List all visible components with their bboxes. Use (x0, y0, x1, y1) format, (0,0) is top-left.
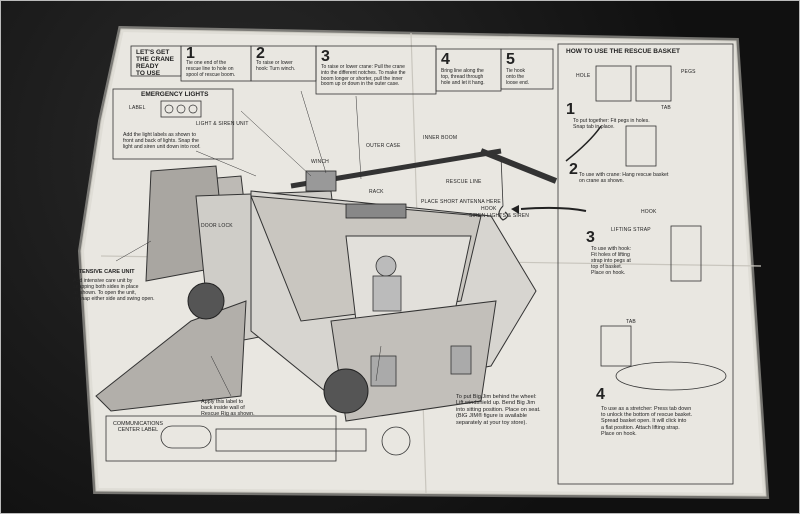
crane-step-3-text: To raise or lower crane: Pull the crane … (321, 64, 406, 88)
label-door-lock: DOOR LOCK (201, 223, 233, 229)
crane-step-4-number: 4 (441, 51, 450, 68)
intensive-care-title: INTENSIVE CARE UNIT (73, 269, 135, 275)
header-title-line2: THE CRANE (136, 56, 174, 63)
basket-step-1-text: To put together: Fit pegs in holes. Snap… (573, 118, 650, 130)
basket-label-tab-stretcher: TAB (626, 319, 636, 325)
crane-step-5-text: Tie hook onto the loose end. (506, 68, 530, 86)
crane-step-3-number: 3 (321, 48, 330, 65)
emergency-lights-title: EMERGENCY LIGHTS (141, 91, 209, 98)
label-siren-lights: SIREN LIGHTS & SIREN (469, 213, 530, 219)
crane-step-1-text: Tie one end of the rescue line to hole o… (186, 60, 236, 78)
label-winch: WINCH (311, 159, 329, 165)
label-inner-boom: INNER BOOM (423, 135, 458, 141)
header-title-line3: READY (136, 63, 159, 70)
basket-step-4-text: To use as a stretcher: Press tab down to… (601, 406, 693, 437)
emergency-label-tag: LABEL (129, 105, 146, 111)
basket-label-lifting-strap: LIFTING STRAP (611, 227, 651, 233)
crane-step-1-number: 1 (186, 45, 195, 62)
apply-label-text: Apply this label to back inside wall of … (201, 399, 255, 418)
label-rescue-line: RESCUE LINE (446, 179, 482, 185)
basket-step-3-text: To use with hook: Fit holes of lifting s… (591, 246, 632, 276)
crane-step-4-text: Bring line along the top, thread through… (441, 68, 485, 86)
intensive-care-text: Add intensive care unit by snapping both… (73, 278, 155, 302)
basket-step-2-text: To use with crane: Hang rescue basket on… (579, 172, 669, 184)
label-outer-case: OUTER CASE (366, 143, 401, 149)
label-rack: RACK (369, 189, 384, 195)
header-title-line1: LET'S GET (136, 49, 170, 56)
basket-step-2-number: 2 (569, 161, 578, 178)
basket-label-hole: HOLE (576, 73, 591, 79)
basket-label-hook: HOOK (641, 209, 657, 215)
emergency-lights-text: Add the light labels as shown to front a… (123, 132, 201, 150)
crane-step-2-text: To raise or lower hook: Turn winch. (256, 60, 296, 72)
header-title-line4: TO USE (136, 70, 161, 77)
basket-title: HOW TO USE THE RESCUE BASKET (566, 48, 681, 55)
comm-center-label: COMMUNICATIONS CENTER LABEL (113, 421, 163, 434)
label-place-antenna: PLACE SHORT ANTENNA HERE (421, 199, 501, 205)
crane-step-5-number: 5 (506, 51, 515, 68)
basket-step-3-number: 3 (586, 229, 595, 246)
basket-label-tab: TAB (661, 105, 671, 111)
basket-label-pegs: PEGS (681, 69, 696, 75)
label-hook: HOOK (481, 206, 497, 212)
basket-step-1-number: 1 (566, 101, 575, 118)
crane-step-2-number: 2 (256, 45, 265, 62)
basket-step-4-number: 4 (596, 386, 605, 403)
emergency-unit-tag: LIGHT & SIREN UNIT (196, 121, 249, 127)
big-jim-text: To put Big Jim behind the wheel: Lift wi… (456, 394, 541, 426)
